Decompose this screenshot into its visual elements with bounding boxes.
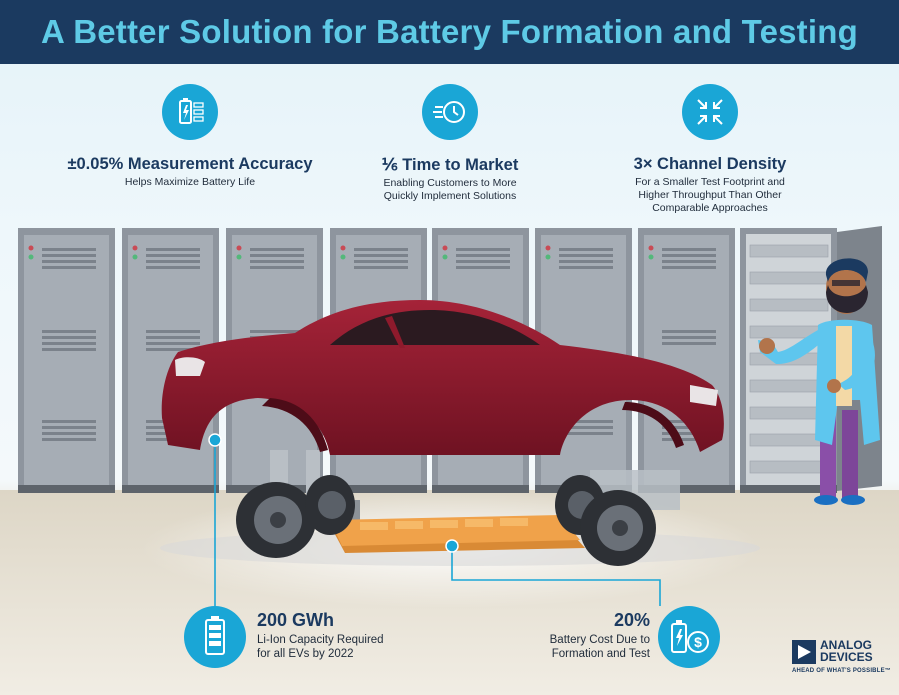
title-banner: A Better Solution for Battery Formation … bbox=[0, 0, 899, 64]
stat-description: Li-Ion Capacity Required for all EVs by … bbox=[257, 634, 384, 660]
logo-wordmark: ANALOG DEVICES bbox=[820, 638, 873, 664]
page-title: A Better Solution for Battery Formation … bbox=[41, 13, 858, 50]
feature-description: For a Smaller Test Footprint and Higher … bbox=[635, 176, 785, 214]
stat-capacity: 200 GWh Li-Ion Capacity Required for all… bbox=[257, 610, 437, 661]
cabinet bbox=[18, 228, 115, 493]
feature-time-to-market: ⅙ Time to Market Enabling Customers to M… bbox=[310, 84, 590, 203]
logo-triangle-icon bbox=[792, 640, 816, 664]
feature-description: Enabling Customers to More Quickly Imple… bbox=[383, 177, 517, 202]
feature-channel-density: 3× Channel Density For a Smaller Test Fo… bbox=[560, 84, 860, 215]
battery-gauge-icon bbox=[162, 84, 218, 140]
battery-dollar-icon: $ bbox=[658, 606, 720, 668]
stat-value: 20% bbox=[613, 610, 650, 630]
logo-tagline: AHEAD OF WHAT'S POSSIBLE™ bbox=[792, 668, 891, 674]
wheel-rear-left bbox=[305, 475, 355, 535]
callout-lines bbox=[214, 440, 661, 606]
feature-title: ⅙ Time to Market bbox=[381, 156, 519, 174]
car-body bbox=[161, 300, 724, 455]
stat-description: Battery Cost Due to Formation and Test bbox=[549, 634, 650, 660]
feature-title: ±0.05% Measurement Accuracy bbox=[67, 155, 313, 173]
scientist-illustration bbox=[758, 258, 880, 505]
feature-accuracy: ±0.05% Measurement Accuracy Helps Maximi… bbox=[40, 84, 340, 189]
cabinet bbox=[638, 228, 735, 493]
feature-title: 3× Channel Density bbox=[633, 155, 787, 173]
stat-cost: 20% Battery Cost Due to Formation and Te… bbox=[500, 610, 650, 661]
svg-text:$: $ bbox=[694, 634, 702, 650]
battery-pack bbox=[330, 515, 585, 553]
stat-value: 200 GWh bbox=[257, 610, 335, 630]
feature-description: Helps Maximize Battery Life bbox=[124, 176, 256, 188]
callout-dot bbox=[208, 433, 222, 447]
callout-dot bbox=[445, 539, 459, 553]
battery-icon bbox=[184, 606, 246, 668]
fast-clock-icon bbox=[422, 84, 478, 140]
compress-arrows-icon bbox=[682, 84, 738, 140]
wheel-front-left bbox=[236, 482, 316, 558]
wheel-rear-right bbox=[580, 490, 656, 566]
